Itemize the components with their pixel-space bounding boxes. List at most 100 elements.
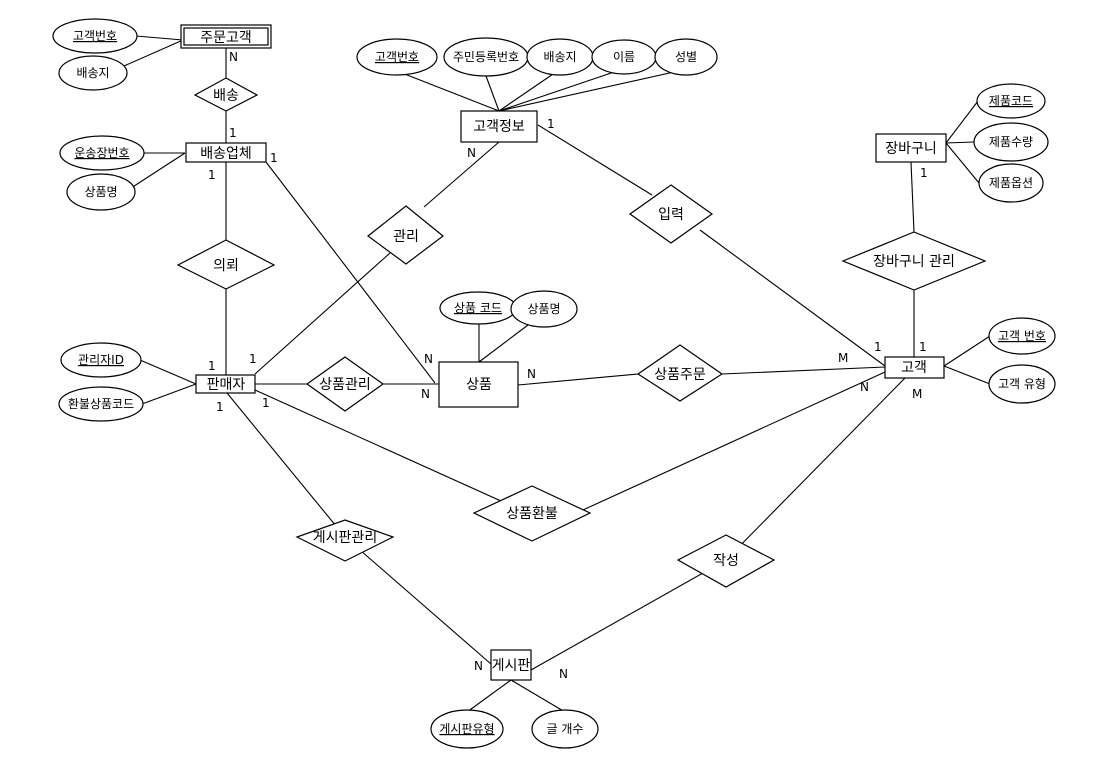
attr-refund-code-label: 환불상품코드 — [68, 397, 134, 411]
edge-cart-option — [945, 142, 980, 184]
edge-input-customer — [699, 229, 886, 367]
attr-customer-no[interactable]: 고객 번호 — [988, 317, 1056, 355]
entity-product[interactable]: 상품 — [438, 361, 519, 408]
card-customer-1-a: 1 — [874, 340, 882, 354]
card-seller-1-top: 1 — [208, 359, 216, 373]
relationship-manage-label: 관리 — [393, 229, 419, 245]
card-customer-m-left: M — [838, 351, 848, 365]
entity-seller[interactable]: 판매자 — [195, 374, 256, 394]
edge-ci-manage — [423, 141, 500, 208]
attr-seller-id[interactable]: 관리자ID — [60, 342, 142, 378]
card-seller-1-bottom: 1 — [216, 400, 224, 414]
edge-seller-refund-rel — [254, 389, 533, 516]
attr-waybill-no[interactable]: 운송장번호 — [59, 135, 145, 171]
attr-product-name[interactable]: 상품명 — [510, 290, 578, 328]
card-product-n-top: N — [424, 352, 433, 366]
attr-customer-type-label: 고객 유형 — [998, 377, 1046, 391]
entity-order-customer[interactable]: 주문고객 — [180, 24, 272, 49]
entity-board-label: 게시판 — [492, 658, 531, 674]
edge-board-count — [510, 679, 566, 713]
attr-board-type[interactable]: 게시판유형 — [430, 709, 504, 749]
relationship-product-refund[interactable]: 상품환불 — [472, 485, 592, 542]
connectors — [123, 35, 991, 713]
entity-product-label: 상품 — [466, 377, 492, 393]
relationship-delivery[interactable]: 배송 — [193, 77, 259, 112]
relationship-product-manage[interactable]: 상품관리 — [305, 356, 385, 412]
entity-customer-info-label: 고객정보 — [473, 119, 525, 135]
edge-seller-refund — [141, 383, 197, 405]
attr-seller-id-label: 관리자ID — [78, 353, 124, 367]
relationship-product-order[interactable]: 상품주문 — [636, 344, 724, 402]
card-customer-1-b: 1 — [919, 340, 927, 354]
attr-oc-address-label: 배송지 — [76, 66, 109, 80]
edge-board-type — [466, 679, 512, 713]
edge-cart-code — [945, 100, 979, 144]
card-board-n-left: N — [474, 659, 483, 673]
relationship-cart-manage[interactable]: 장바구니 관리 — [841, 231, 987, 291]
edge-customer-no — [943, 335, 991, 367]
attr-cart-option[interactable]: 제품옵션 — [978, 163, 1044, 203]
attr-ci-address[interactable]: 배송지 — [526, 38, 594, 76]
attr-post-count[interactable]: 글 개수 — [531, 709, 599, 749]
card-ci-1: 1 — [547, 117, 555, 131]
edge-cart-manage — [910, 161, 915, 233]
cardinality-labels: N 1 1 1 1 N 1 1 1 1 1 N N N M 1 1 N M N … — [208, 50, 928, 681]
attr-ci-resident-no[interactable]: 주민등록번호 — [443, 37, 529, 77]
relationship-write-label: 작성 — [713, 553, 739, 569]
relationship-delivery-label: 배송 — [213, 88, 239, 104]
attr-ci-name[interactable]: 이름 — [591, 39, 657, 75]
relationship-product-order-label: 상품주문 — [654, 367, 706, 383]
attr-dc-product-name[interactable]: 상품명 — [66, 173, 136, 211]
attr-ci-customer-no[interactable]: 고객번호 — [356, 38, 438, 76]
card-cart-1: 1 — [920, 166, 928, 180]
card-ci-n: N — [467, 146, 476, 160]
entity-delivery-company-label: 배송업체 — [200, 146, 252, 162]
attr-cart-product-code[interactable]: 제품코드 — [976, 83, 1046, 119]
attr-oc-address[interactable]: 배송지 — [58, 55, 128, 91]
edge-seller-id — [139, 359, 197, 385]
attr-ci-gender[interactable]: 성별 — [654, 38, 718, 76]
edge-ci-gender — [498, 69, 684, 112]
attr-product-name-label: 상품명 — [527, 302, 560, 316]
entity-customer[interactable]: 고객 — [884, 356, 945, 379]
attr-waybill-no-label: 운송장번호 — [74, 146, 129, 160]
entity-order-customer-label: 주문고객 — [200, 30, 252, 46]
relationship-manage[interactable]: 관리 — [367, 205, 444, 265]
entity-customer-label: 고객 — [901, 360, 927, 376]
edge-dc-productname — [127, 152, 186, 191]
attr-oc-customer-no[interactable]: 고객번호 — [52, 18, 138, 54]
attr-cart-quantity[interactable]: 제품수량 — [973, 122, 1049, 162]
card-board-n-right: N — [559, 667, 568, 681]
relationship-input[interactable]: 입력 — [628, 184, 714, 244]
edge-customer-type — [943, 365, 991, 385]
card-customer-m-bottom: M — [912, 387, 922, 401]
edge-ci-name — [498, 69, 621, 112]
entity-customer-info[interactable]: 고객정보 — [460, 110, 538, 143]
edge-customer-write — [725, 377, 906, 561]
entity-cart[interactable]: 장바구니 — [875, 133, 947, 163]
entity-delivery-company[interactable]: 배송업체 — [185, 142, 267, 163]
attr-ci-name-label: 이름 — [613, 50, 635, 64]
attr-ci-customer-no-label: 고객번호 — [375, 50, 419, 64]
relationship-board-manage[interactable]: 게시판관리 — [295, 519, 395, 562]
relationship-write[interactable]: 작성 — [676, 534, 776, 588]
attr-post-count-label: 글 개수 — [547, 722, 584, 736]
attr-ci-resident-no-label: 주민등록번호 — [453, 50, 519, 64]
attr-cart-product-code-label: 제품코드 — [989, 94, 1033, 108]
attr-refund-code[interactable]: 환불상품코드 — [58, 386, 144, 422]
edge-order-customer — [721, 366, 886, 375]
attr-ci-address-label: 배송지 — [543, 50, 576, 64]
edge-oc-customer-no — [135, 35, 184, 41]
attr-cart-quantity-label: 제품수량 — [989, 135, 1033, 149]
entity-board[interactable]: 게시판 — [490, 649, 532, 681]
attr-customer-type[interactable]: 고객 유형 — [988, 364, 1056, 404]
card-dc-1-top: 1 — [229, 126, 237, 140]
card-dc-1-right: 1 — [270, 151, 278, 165]
attr-oc-customer-no-label: 고객번호 — [73, 29, 117, 43]
relationship-cart-manage-label: 장바구니 관리 — [873, 254, 955, 270]
relationship-request[interactable]: 의뢰 — [176, 239, 276, 290]
card-seller-1-upright: 1 — [249, 352, 257, 366]
attr-product-code[interactable]: 상품 코드 — [439, 291, 517, 325]
attr-dc-product-name-label: 상품명 — [84, 185, 117, 199]
